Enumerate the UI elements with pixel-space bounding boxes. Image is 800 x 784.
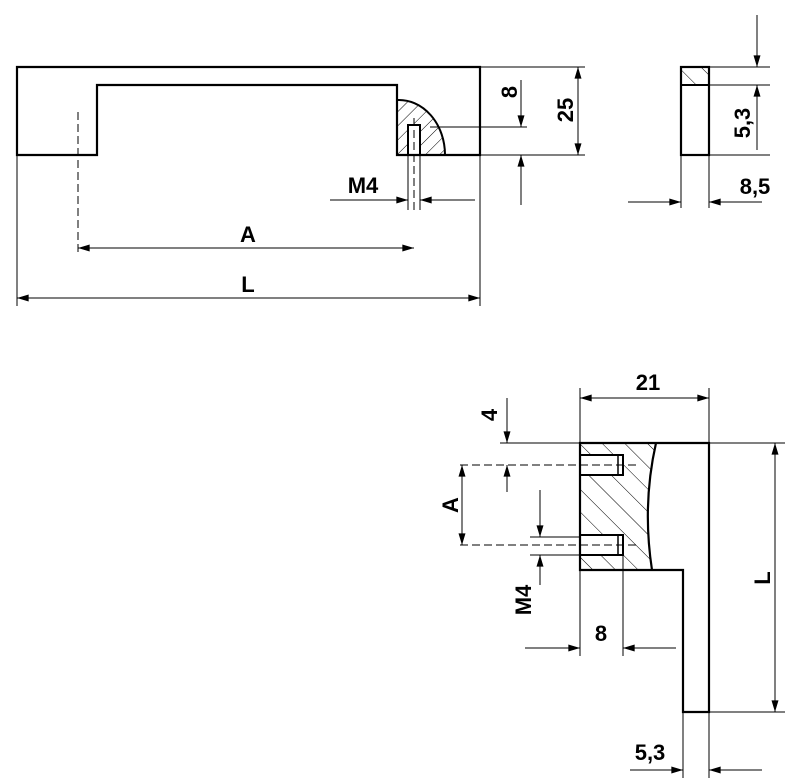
- dim-8-section-label: 8: [595, 621, 607, 646]
- dim-a-section-label: A: [438, 497, 463, 513]
- dim-m4-label: M4: [348, 173, 379, 198]
- handle-outline: [15, 65, 482, 157]
- dim-5-3-section-label: 5,3: [635, 740, 666, 765]
- dim-8-label: 8: [497, 86, 522, 98]
- dim-4-label: 4: [477, 408, 502, 421]
- dim-5-3-label: 5,3: [730, 108, 755, 139]
- front-view: 8 25 M4 A L: [15, 65, 585, 306]
- dim-a-label: A: [240, 222, 256, 247]
- dim-m4-section-label: M4: [511, 584, 536, 615]
- dim-8-5-label: 8,5: [740, 174, 771, 199]
- section-view: 21 4 A M4 8 L 5,3: [438, 370, 785, 778]
- dim-l-label: L: [241, 272, 254, 297]
- dim-l-section-label: L: [750, 571, 775, 584]
- side-view: 5,3 8,5: [628, 15, 770, 208]
- side-outline: [679, 65, 711, 157]
- thread-hole: [407, 124, 421, 156]
- dim-21-label: 21: [636, 370, 660, 395]
- dim-25-label: 25: [553, 98, 578, 122]
